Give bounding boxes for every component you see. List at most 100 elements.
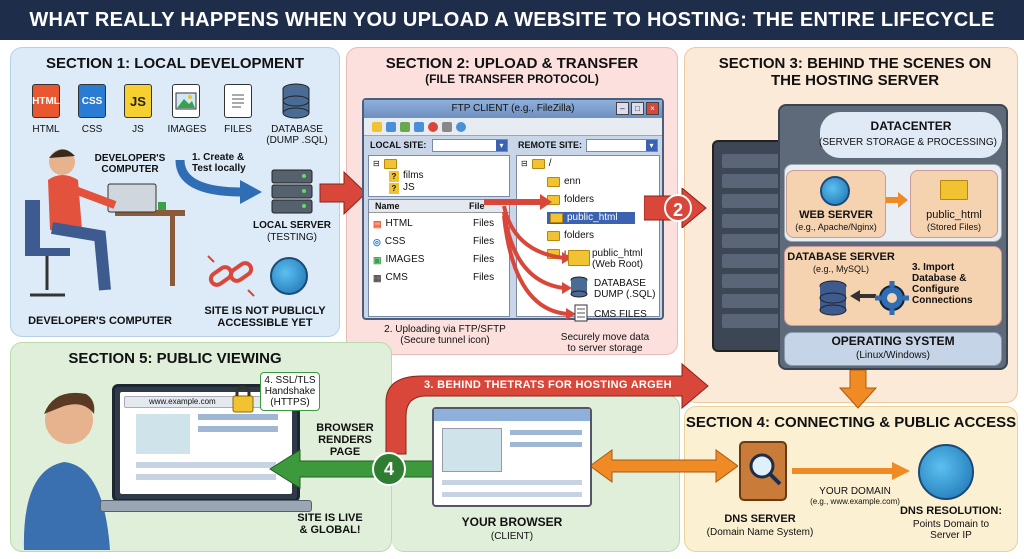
broken-link-icon: [207, 255, 255, 297]
folder-icon: ?: [389, 182, 399, 194]
document-icon: [574, 304, 588, 322]
ftp-title: FTP CLIENT (e.g., FileZilla): [451, 103, 575, 114]
remote-site-select[interactable]: [586, 139, 658, 152]
your-domain-sub: (e.g., www.example.com): [810, 497, 900, 506]
folder-icon: [547, 231, 560, 241]
search-icon[interactable]: [456, 121, 466, 132]
dns-resolution-label: DNS RESOLUTION:: [899, 505, 1003, 517]
local-tree-item[interactable]: films: [403, 170, 424, 181]
globe-icon: [918, 444, 974, 500]
secure-caption: Securely move data to server storage: [560, 332, 650, 354]
dns-book-icon: [739, 441, 787, 501]
row-type: Files: [473, 254, 495, 265]
section-2-subheading: (FILE TRANSFER PROTOCOL): [425, 72, 599, 86]
ssl-label: 4. SSL/TLS Handshake (HTTPS): [260, 372, 320, 411]
css-file-icon: CSS: [78, 84, 106, 118]
step-2-badge: 2: [664, 194, 692, 222]
html-file-icon: HTML: [32, 84, 60, 118]
dns-resolution-sub: Points Domain to Server IP: [912, 519, 990, 541]
globe-icon: [270, 257, 308, 295]
folder-icon: [940, 180, 968, 200]
datacenter-label: DATACENTER: [870, 119, 952, 133]
image-file-icon: ▣: [373, 255, 382, 265]
dns-server-sub: (Domain Name System): [706, 527, 814, 538]
refresh-icon[interactable]: [400, 121, 410, 132]
ftp-client-window: FTP CLIENT (e.g., FileZilla) – □ × LOCAL…: [362, 98, 664, 320]
local-tree-pane: ⊟ ?films ?JS: [368, 155, 510, 197]
database-label: DATABASE: [271, 124, 323, 135]
remote-item-selected[interactable]: public_html: [547, 212, 635, 224]
stop-icon[interactable]: [428, 121, 438, 132]
js-file-icon: JS: [124, 84, 152, 118]
row-name: IMAGES: [385, 254, 425, 265]
table-row[interactable]: ▦CMS Files: [373, 272, 509, 284]
table-row[interactable]: ▣IMAGES Files: [373, 254, 509, 266]
cms-file-icon: ▦: [373, 273, 382, 283]
local-tree-item[interactable]: JS: [403, 182, 415, 193]
column-name-header[interactable]: Name: [375, 201, 400, 211]
row-type: Files: [473, 218, 495, 229]
database-icon: [819, 280, 847, 316]
dns-server-label: DNS SERVER: [724, 513, 796, 525]
remote-tree-pane: ⊟/ enn folders public_html folders users: [516, 155, 660, 317]
web-server-sub: (e.g., Apache/Nginx): [795, 222, 877, 232]
html-label: HTML: [32, 124, 60, 135]
arrow-dns-to-browser: [590, 449, 738, 483]
local-server-sub: (TESTING): [267, 232, 317, 243]
db-server-label: DATABASE SERVER: [787, 251, 895, 263]
banner-text: 3. BEHIND THETRATS FOR HOSTING ARGEH: [424, 379, 672, 391]
connect-icon[interactable]: [386, 121, 396, 132]
folder-icon: ?: [389, 170, 399, 182]
css-label: CSS: [81, 124, 103, 135]
folder-icon: [547, 177, 560, 187]
datacenter-sub: (SERVER STORAGE & PROCESSING): [818, 137, 997, 148]
close-button[interactable]: ×: [646, 102, 659, 115]
row-name: HTML: [385, 218, 413, 229]
remote-item[interactable]: folders: [564, 194, 595, 205]
public-html-sub: (Stored Files): [926, 222, 981, 232]
local-site-select[interactable]: [432, 139, 508, 152]
section-2-heading: SECTION 2: UPLOAD & TRANSFER: [385, 55, 639, 72]
row-type: Files: [473, 272, 495, 283]
remote-site-label: REMOTE SITE:: [518, 140, 583, 150]
maximize-button[interactable]: □: [631, 102, 644, 115]
ftp-toolbar: [364, 118, 662, 136]
dev-computer-bottom-label: DEVELOPER'S COMPUTER: [28, 315, 172, 327]
row-type: Files: [473, 236, 495, 247]
page-hero-image: [136, 414, 190, 454]
folder-icon: [531, 159, 545, 169]
row-name: CMS: [385, 272, 408, 283]
remote-item[interactable]: folders: [564, 230, 595, 241]
arrow-down-to-dns: [838, 370, 878, 409]
database-icon: [570, 276, 588, 298]
images-label: IMAGES: [167, 124, 207, 135]
local-server-label: LOCAL SERVER: [253, 220, 331, 231]
public-html-label: public_html: [926, 209, 982, 221]
section-5-heading: SECTION 5: PUBLIC VIEWING: [68, 350, 282, 367]
step-3-label: 3. Import Database & Configure Connectio…: [912, 262, 973, 306]
datacenter-cloud: [820, 112, 1002, 158]
folder-icon: [568, 250, 590, 266]
your-domain-label: YOUR DOMAIN: [819, 486, 891, 497]
minimize-button[interactable]: –: [616, 102, 629, 115]
css-file-icon: ◎: [373, 237, 381, 247]
developer-illustration: [25, 149, 185, 297]
browser-hero-image: [442, 428, 502, 472]
database-icon: [282, 83, 310, 119]
arrow-to-user: [269, 449, 445, 489]
column-file-header[interactable]: File: [469, 201, 485, 211]
settings-icon[interactable]: [442, 121, 452, 132]
open-icon[interactable]: [372, 121, 382, 132]
remote-root[interactable]: /: [548, 158, 552, 169]
web-server-label: WEB SERVER: [799, 209, 873, 221]
your-browser-label: YOUR BROWSER: [461, 515, 563, 529]
files-label: FILES: [224, 124, 252, 135]
remote-item[interactable]: enn: [564, 176, 581, 187]
ftp-title-bar: FTP CLIENT (e.g., FileZilla) – □ ×: [364, 100, 662, 118]
database-sub: (DUMP .SQL): [266, 135, 328, 146]
images-file-icon: [172, 84, 200, 118]
sync-icon[interactable]: [414, 121, 424, 132]
